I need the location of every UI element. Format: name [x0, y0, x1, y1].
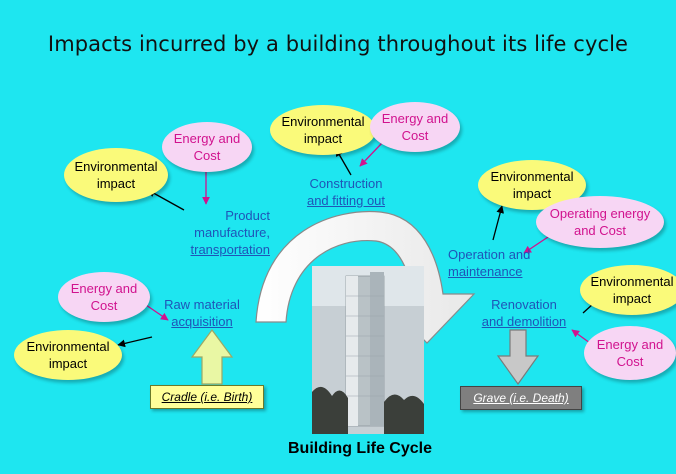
skyscraper-photo [312, 266, 424, 434]
energy-cost-raw: Energy and Cost [58, 272, 150, 322]
stage-raw-line1: Raw material [164, 297, 240, 312]
stage-renovation: Renovation and demolition [468, 296, 580, 330]
stage-construction-line1: Construction [309, 176, 383, 191]
operating-energy-cost: Operating energy and Cost [536, 196, 664, 248]
stage-construction: Construction and fitting out [290, 175, 402, 209]
connector-raw-energy [145, 304, 169, 321]
connector-operation-energy [523, 236, 549, 254]
env-impact-product: Environmental impact [64, 148, 168, 202]
stage-product-line2: manufacture, [194, 225, 270, 240]
env-impact-construction: Environmental impact [270, 105, 376, 155]
grave-box: Grave (i.e. Death) [460, 386, 582, 410]
building-life-cycle-label: Building Life Cycle [287, 440, 432, 457]
env-impact-raw: Environmental impact [14, 330, 122, 380]
stage-operation-line2: maintenance [448, 264, 523, 279]
stage-operation-line1: Operation and [448, 247, 531, 262]
stage-raw-material: Raw material acquisition [150, 296, 254, 330]
stage-product-line3: transportation [190, 242, 271, 257]
energy-cost-product: Energy and Cost [162, 122, 252, 172]
grave-down-arrow [496, 329, 540, 386]
connector-raw-env [117, 336, 153, 348]
stage-renovation-line2: and demolition [481, 314, 567, 329]
connector-construction-energy [359, 142, 383, 167]
stage-raw-line2: acquisition [171, 314, 233, 329]
env-impact-renovation: Environmental impact [580, 265, 676, 315]
stage-construction-line2: and fitting out [306, 193, 386, 208]
connector-operation-env [492, 205, 504, 241]
cradle-up-arrow [190, 328, 234, 385]
stage-product: Product manufacture, transportation [160, 207, 271, 258]
stage-operation: Operation and maintenance [448, 246, 548, 280]
stage-renovation-line1: Renovation [491, 297, 557, 312]
diagram-title: Impacts incurred by a building throughou… [47, 32, 629, 56]
energy-cost-construction: Energy and Cost [370, 102, 460, 152]
connector-renovation-energy [571, 329, 591, 344]
stage-product-line1: Product [225, 208, 270, 223]
energy-cost-renovation: Energy and Cost [584, 326, 676, 380]
cradle-box: Cradle (i.e. Birth) [150, 385, 264, 409]
